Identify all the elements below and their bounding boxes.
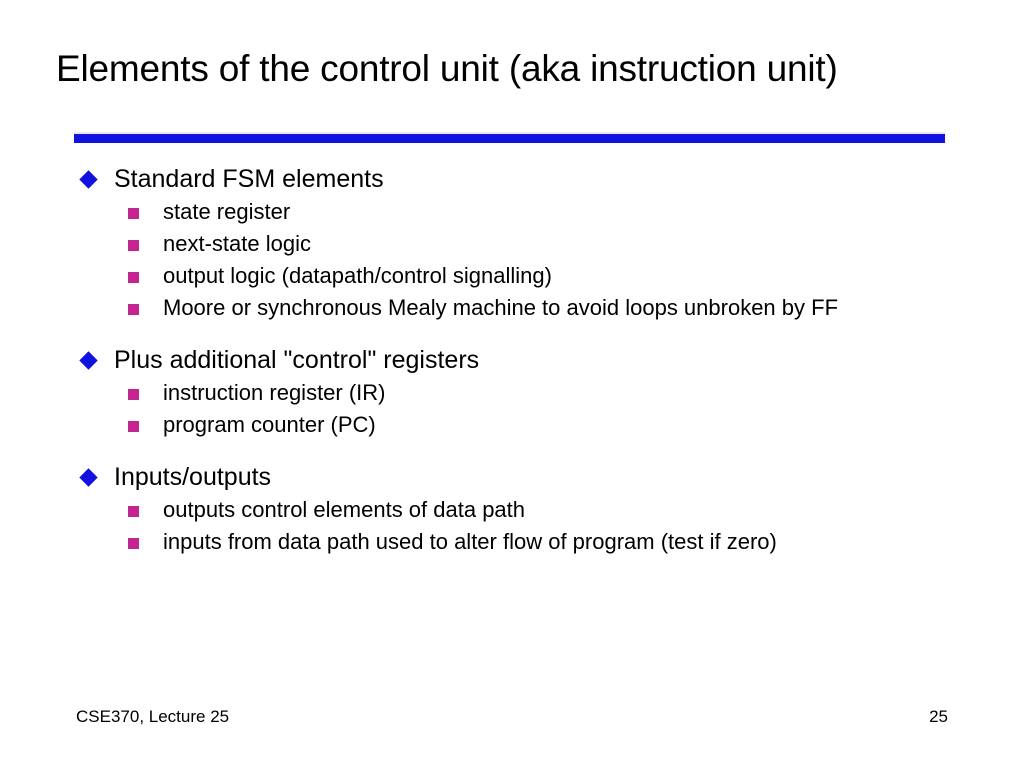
square-bullet-icon [128,272,139,283]
level2-bullet-item: Moore or synchronous Mealy machine to av… [0,292,1024,324]
bullet-group: Standard FSM elements state register nex… [0,162,1024,324]
level2-bullet-label: next-state logic [163,231,311,256]
footer-page-number: 25 [929,707,948,726]
title-divider [74,134,945,143]
diamond-bullet-icon [79,170,98,189]
footer-course-label: CSE370, Lecture 25 [76,707,230,726]
level1-bullet-label: Plus additional "control" registers [114,346,480,374]
bullet-outline: Standard FSM elements state register nex… [0,162,1024,558]
level2-bullet-label: inputs from data path used to alter flow… [163,529,777,554]
square-bullet-icon [128,240,139,251]
diamond-bullet-icon [79,468,98,487]
level2-bullet-item: output logic (datapath/control signallin… [0,260,1024,292]
square-bullet-icon [128,208,139,219]
level2-bullet-label: state register [163,199,291,224]
level2-bullet-item: instruction register (IR) [0,377,1024,409]
level2-bullet-item: inputs from data path used to alter flow… [0,526,1024,558]
level2-bullet-item: state register [0,196,1024,228]
square-bullet-icon [128,538,139,549]
level2-bullet-label: outputs control elements of data path [163,497,526,522]
page-title: Elements of the control unit (aka instru… [56,47,838,89]
level1-bullet-label: Standard FSM elements [114,165,384,193]
level1-bullet-item: Inputs/outputs [0,460,1024,494]
level2-bullet-item: program counter (PC) [0,409,1024,441]
square-bullet-icon [128,506,139,517]
bullet-group: Inputs/outputs outputs control elements … [0,460,1024,558]
level2-bullet-item: next-state logic [0,228,1024,260]
level1-bullet-label: Inputs/outputs [114,463,272,491]
level1-bullet-item: Standard FSM elements [0,162,1024,196]
level1-bullet-item: Plus additional "control" registers [0,343,1024,377]
level2-bullet-label: program counter (PC) [163,412,376,437]
square-bullet-icon [128,304,139,315]
bullet-group: Plus additional "control" registers inst… [0,343,1024,441]
square-bullet-icon [128,389,139,400]
square-bullet-icon [128,421,139,432]
level2-bullet-label: output logic (datapath/control signallin… [163,263,552,288]
diamond-bullet-icon [79,351,98,370]
level2-bullet-label: instruction register (IR) [163,380,386,405]
level2-bullet-label: Moore or synchronous Mealy machine to av… [163,295,839,320]
level2-bullet-item: outputs control elements of data path [0,494,1024,526]
